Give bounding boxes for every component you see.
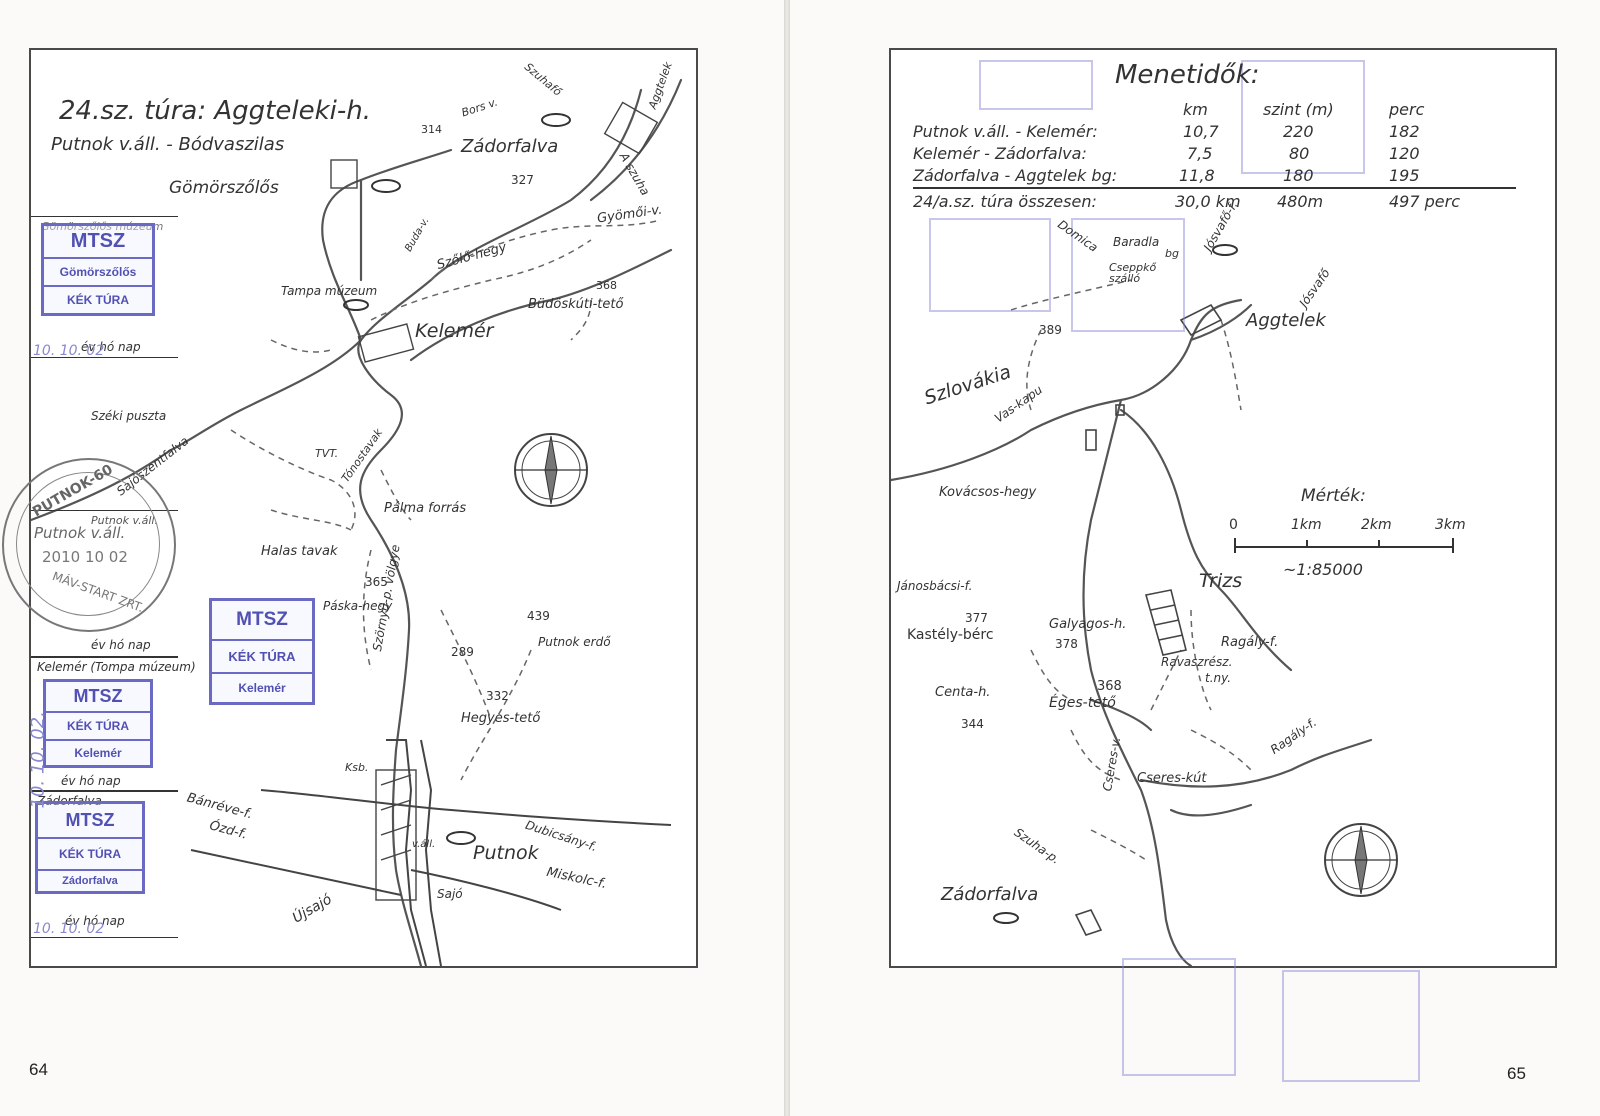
place-galyagos-h: Galyagos-h. [1049, 617, 1127, 632]
place-bg: bg [1165, 247, 1179, 260]
elev-327: 327 [511, 173, 534, 187]
place-eges-teto: Éges-tető [1049, 695, 1116, 711]
place-kelemer: Kelemér [415, 320, 494, 342]
stamp-cell-gomorszolos: Gömörszőlős múzeum MTSZ Gömörszőlős KÉK … [31, 216, 178, 359]
right-map-frame: Menetidők: km szint (m) perc Putnok v.ál… [889, 48, 1557, 968]
elev-368: 368 [1097, 679, 1122, 694]
place-gomorszolos: Gömörszőlős [169, 178, 279, 198]
place-tny: t.ny. [1205, 671, 1232, 685]
stamp-cell-kelemer: Kelemér (Tompa múzeum) MTSZ KÉK TÚRA Kel… [31, 656, 196, 792]
scale-tick-1: 1km [1291, 517, 1322, 533]
stamp-cell-footer: év hó nap [91, 638, 151, 652]
place-ksb: Ksb. [345, 761, 369, 774]
place-kovacsos-hegy: Kovácsos-hegy [939, 485, 1037, 500]
place-halas-tavak: Halas tavak [261, 544, 338, 559]
times-total-row: 24/a.sz. túra összesen: 30,0 km 480m 497… [913, 192, 1460, 211]
ghost-stamp [979, 60, 1093, 110]
place-kastely-berc: Kastély-bérc [907, 627, 994, 643]
ghost-stamp [1241, 60, 1365, 174]
times-header-row: km szint (m) perc [1183, 100, 1425, 119]
elev-377: 377 [965, 611, 988, 625]
place-aggtelek: Aggtelek [1246, 310, 1326, 331]
place-szeki-puszta: Széki puszta [91, 409, 167, 423]
ghost-stamp [1282, 970, 1420, 1082]
ghost-stamp [1122, 958, 1236, 1076]
place-tvt: TVT. [315, 447, 339, 460]
place-baradla: Baradla [1113, 235, 1160, 249]
scale-title: Mérték: [1301, 486, 1366, 506]
elev-344: 344 [961, 717, 984, 731]
stamp-cell-footer: év hó nap [61, 774, 121, 788]
place-tampa-museum: Tampa múzeum [281, 284, 378, 298]
stamp-kelemer-cell: MTSZ KÉK TÚRA Kelemér [43, 679, 153, 768]
place-trizs: Trizs [1199, 570, 1243, 592]
scale-bar [1234, 538, 1454, 553]
scale-tick-0: 0 [1229, 517, 1238, 533]
stamp-gomorszolos: MTSZ Gömörszőlős KÉK TÚRA [41, 223, 155, 316]
book-gutter [784, 0, 790, 1116]
compass-rose [1324, 823, 1398, 897]
place-palma-forras: Pálma forrás [384, 501, 467, 516]
stamp-zadorfalva: MTSZ KÉK TÚRA Zádorfalva [35, 801, 145, 894]
times-row: Putnok v.áll. - Kelemér: 10,7 220 182 [913, 122, 1420, 141]
page-number-left: 64 [29, 1060, 48, 1079]
stamp-putnok-round: PUTNOK-60 Putnok v.áll. 2010 10 02 MÁV-S… [2, 458, 176, 632]
times-row: Zádorfalva - Aggtelek bg: 11,8 180 195 [913, 166, 1420, 185]
place-centa-h: Centa-h. [935, 685, 991, 700]
stamp-cell-zadorfalva: Zádorfalva MTSZ KÉK TÚRA Zádorfalva év h… [31, 790, 178, 938]
place-paska-hegy: Páska-hegy [323, 599, 393, 613]
compass-rose [514, 433, 588, 507]
handwritten-date: 10. 10. 02 [33, 343, 105, 359]
handwritten-margin-date: 10. 10. 02. [27, 711, 49, 809]
stamp-kelemer-center: MTSZ KÉK TÚRA Kelemér [209, 598, 315, 705]
elev-439: 439 [527, 609, 550, 623]
times-table: km szint (m) perc Putnok v.áll. - Kelemé… [913, 100, 1523, 214]
stamp-cell-footer: év hó nap [65, 914, 125, 928]
page-number-right: 65 [1507, 1064, 1526, 1083]
map-subtitle: Putnok v.áll. - Bódvaszilas [51, 134, 285, 155]
elev-365: 365 [365, 575, 388, 589]
place-putnok: Putnok [473, 842, 539, 864]
ghost-stamp [1071, 218, 1185, 332]
elev-368: 368 [596, 279, 617, 292]
scale-tick-2: 2km [1361, 517, 1392, 533]
handwritten-date: 10. 10. 02 [33, 921, 105, 937]
elev-314: 314 [421, 123, 442, 136]
place-vall: v.áll. [412, 839, 436, 850]
place-zadorfalva: Zádorfalva [941, 884, 1039, 905]
place-janosbacsi-f: Jánosbácsi-f. [897, 579, 973, 593]
scale-ratio: ~1:85000 [1283, 560, 1363, 579]
place-cseres-kut: Cseres-kút [1137, 771, 1207, 786]
stamp-cell-caption: Kelemér (Tompa múzeum) [37, 660, 196, 674]
times-row: Kelemér - Zádorfalva: 7,5 80 120 [913, 144, 1420, 163]
ghost-stamp [929, 218, 1051, 312]
stamp-cell-footer: év hó nap [81, 340, 141, 354]
place-cseppko-szallo: Cseppkő szálló [1109, 261, 1157, 285]
place-zadorfalva: Zádorfalva [461, 136, 559, 157]
place-putnok-erdo: Putnok erdő [538, 635, 611, 649]
times-title: Menetidők: [1115, 60, 1260, 90]
place-ravaszresz: Ravaszrész. [1161, 655, 1233, 669]
place-sajo: Sajó [437, 887, 463, 901]
place-hegyes-teto: Hegyes-tető [461, 711, 541, 726]
scale-tick-3: 3km [1435, 517, 1466, 533]
elev-289: 289 [451, 645, 474, 659]
stamp-cell-caption: Gömörszőlős múzeum [41, 220, 164, 233]
elev-332: 332 [486, 689, 509, 703]
elev-389: 389 [1039, 323, 1062, 337]
right-map-linework [891, 187, 1516, 966]
place-ragaly-f: Ragály-f. [1221, 635, 1279, 650]
place-budoskuti-teto: Büdöskúti-tető [528, 297, 624, 312]
elev-378: 378 [1055, 637, 1078, 651]
map-title: 24.sz. túra: Aggteleki-h. [59, 96, 371, 126]
left-map-frame: 24.sz. túra: Aggteleki-h. Putnok v.áll. … [29, 48, 698, 968]
